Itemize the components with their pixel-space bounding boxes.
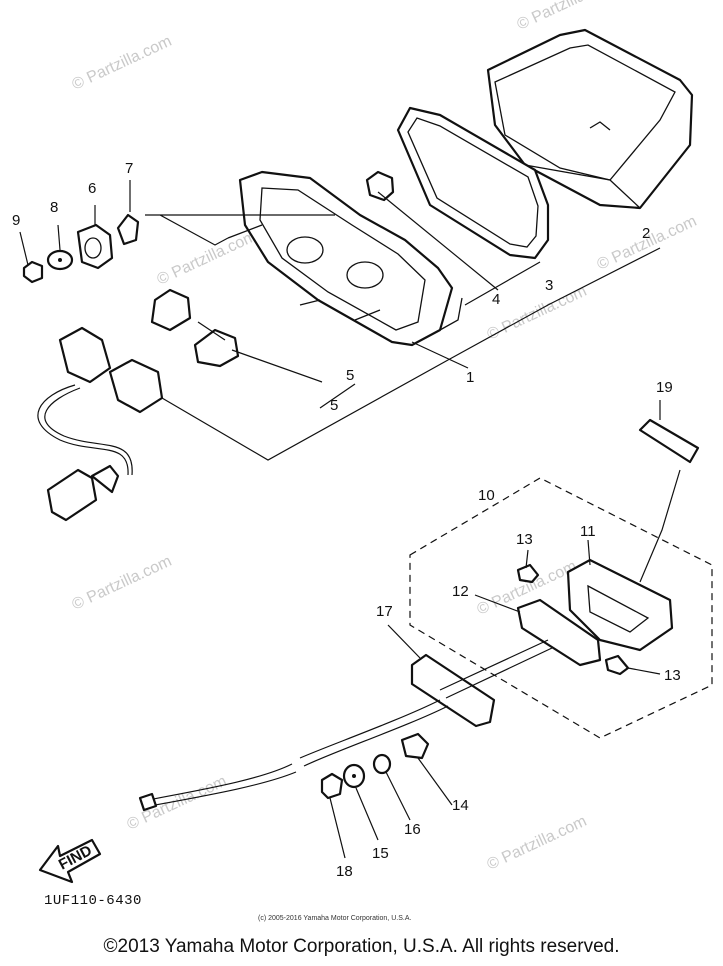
callout-2: 2	[642, 225, 650, 242]
parts-6-9-fasteners	[22, 213, 140, 284]
callout-18: 18	[336, 863, 353, 880]
part-13-bulb-b	[604, 654, 630, 676]
copyright-footer: ©2013 Yamaha Motor Corporation, U.S.A. A…	[103, 936, 620, 957]
watermark-7: © Partzilla.com	[125, 773, 230, 834]
part-19-label	[638, 418, 700, 464]
part-13-bulb-a	[516, 563, 540, 584]
callout-14: 14	[452, 797, 469, 814]
callout-8: 8	[50, 199, 58, 216]
watermark-4: © Partzilla.com	[155, 228, 260, 289]
callout-3: 3	[545, 277, 553, 294]
callout-5a: 5	[346, 367, 354, 384]
callout-13a: 13	[516, 531, 533, 548]
callout-17: 17	[376, 603, 393, 620]
callout-4: 4	[492, 291, 500, 308]
part-5-bulbs	[150, 288, 240, 368]
diagram-code: 1UF110-6430	[44, 893, 142, 909]
callout-15: 15	[372, 845, 389, 862]
socket-harness	[37, 326, 164, 522]
callout-numbers: 1 2 3 4 5 5 6 7 8 9 10 11 12 13 13 14 15…	[12, 160, 681, 880]
watermark-2: © Partzilla.com	[515, 0, 620, 34]
part-2-lens	[486, 28, 694, 210]
small-credit: (c) 2005-2016 Yamaha Motor Corporation, …	[258, 915, 412, 922]
part-10-boundary	[409, 477, 713, 739]
license-lamp-cable	[138, 699, 449, 812]
watermark-6: © Partzilla.com	[595, 213, 700, 274]
part-12-bracket	[516, 598, 602, 667]
callout-13b: 13	[664, 667, 681, 684]
callout-16: 16	[404, 821, 421, 838]
callout-9: 9	[12, 212, 20, 229]
leader-lines	[19, 180, 681, 859]
parts-14-18-fasteners	[320, 732, 430, 800]
callout-7: 7	[125, 160, 133, 177]
part-11-license-lamp	[566, 558, 674, 652]
part-17-plate	[410, 639, 553, 728]
find-arrow-icon: FIND	[38, 838, 102, 884]
callout-19: 19	[656, 379, 673, 396]
callout-5b: 5	[330, 397, 338, 414]
callout-1: 1	[466, 369, 474, 386]
watermark-3: © Partzilla.com	[70, 553, 175, 614]
callout-11: 11	[580, 523, 596, 540]
callout-12: 12	[452, 583, 469, 600]
part-4-grommet	[365, 170, 395, 202]
watermark-8: © Partzilla.com	[485, 813, 590, 874]
part-3-gasket	[396, 106, 550, 260]
callout-10: 10	[478, 487, 495, 504]
watermark-1: © Partzilla.com	[70, 33, 175, 94]
callout-6: 6	[88, 180, 96, 197]
